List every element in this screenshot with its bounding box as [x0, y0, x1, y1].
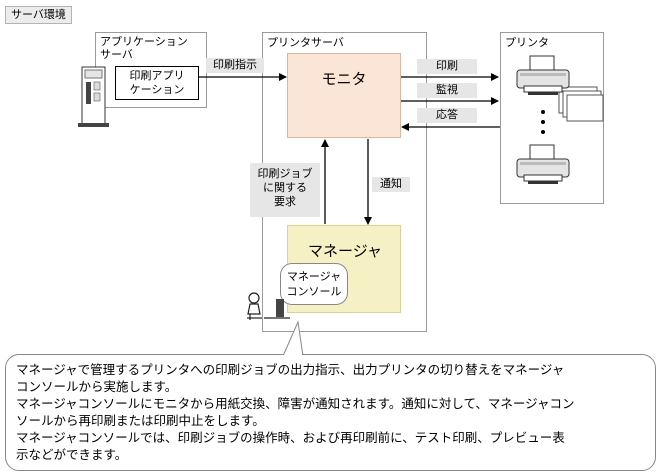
job-request-label-2: に関する	[263, 181, 307, 194]
monitor-box: モニタ	[287, 53, 401, 138]
manager-console-label-2: コンソール	[286, 285, 342, 298]
printer-group-frame: プリンタ	[500, 32, 604, 204]
manager-console-label-1: マネージャ	[286, 270, 342, 283]
print-application-label-2: ケーション	[129, 83, 185, 96]
manager-console-bubble: マネージャ コンソール	[280, 263, 348, 305]
description-line-3: マネージャコンソールにモニタから用紙交換、障害が通知されます。通知に対して、マネ…	[16, 396, 575, 411]
monitoring-flow-tag: 監視	[417, 83, 477, 98]
application-server-title-1: アプリケーション	[100, 35, 188, 48]
manager-label: マネージャ	[308, 242, 382, 260]
description-line-6: 示などができます。	[16, 447, 128, 462]
job-request-tag: 印刷ジョブ に関する 要求	[250, 163, 320, 217]
job-request-label-3: 要求	[274, 195, 296, 208]
printer-server-title: プリンタサーバ	[267, 36, 344, 49]
notify-flow-tag: 通知	[372, 177, 410, 192]
printer-group-title: プリンタ	[505, 36, 549, 49]
response-flow-tag: 応答	[417, 108, 477, 123]
description-note: マネージャで管理するプリンタへの印刷ジョブの出力指示、出力プリンタの切り替えをマ…	[5, 354, 656, 471]
job-request-label-1: 印刷ジョブ	[257, 167, 313, 180]
application-server-title-2: サーバ	[100, 48, 133, 61]
print-application-box: 印刷アプリ ケーション	[115, 66, 199, 100]
server-environment-label: サーバ環境	[5, 6, 72, 24]
monitor-label: モニタ	[321, 70, 367, 88]
description-line-2: コンソールから実施します。	[16, 379, 178, 394]
print-application-label-1: 印刷アプリ	[129, 69, 185, 82]
description-line-1: マネージャで管理するプリンタへの印刷ジョブの出力指示、出力プリンタの切り替えをマ…	[16, 362, 565, 377]
description-line-5: マネージャコンソールでは、印刷ジョブの操作時、および再印刷前に、テスト印刷、プレ…	[16, 430, 565, 445]
print-flow-tag: 印刷	[417, 59, 477, 74]
description-line-4: ソールから再印刷または印刷中止をします。	[16, 413, 265, 428]
print-instruction-tag: 印刷指示	[206, 58, 264, 73]
